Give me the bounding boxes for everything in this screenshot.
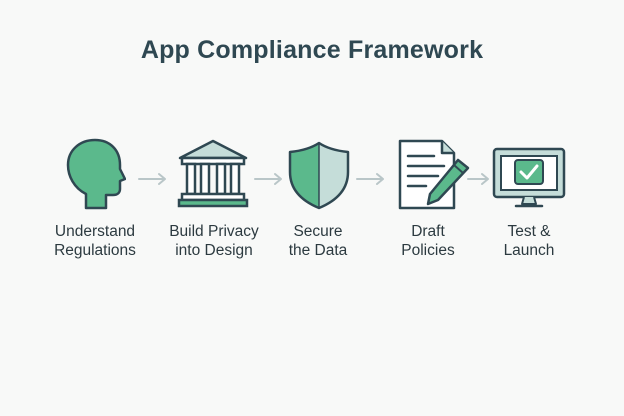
arrow-right-icon	[254, 173, 282, 185]
step-label-understand-regulations: Understand Regulations	[30, 222, 160, 260]
step-label-line-1: Draft	[411, 223, 445, 240]
step-label-line-2: Policies	[401, 242, 455, 259]
step-label-line-1: Secure	[293, 223, 343, 240]
document-pen-icon	[398, 139, 470, 210]
arrow-right-icon	[356, 173, 384, 185]
arrow-right-icon	[467, 173, 489, 185]
arrow-right-icon	[138, 173, 166, 185]
monitor-checkmark-icon	[492, 147, 566, 208]
step-label-build-privacy: Build Privacy into Design	[149, 222, 279, 260]
step-label-line-1: Test &	[507, 223, 551, 240]
step-label-line-2: Regulations	[54, 242, 136, 259]
page-title: App Compliance Framework	[140, 36, 484, 64]
step-label-line-2: into Design	[175, 242, 253, 259]
step-label-secure-data: Secure the Data	[253, 222, 383, 260]
step-label-line-1: Build Privacy	[169, 223, 259, 240]
bank-building-icon	[177, 139, 249, 208]
step-label-line-1: Understand	[54, 223, 136, 240]
step-label-test-launch: Test & Launch	[464, 222, 594, 260]
shield-icon	[288, 141, 350, 210]
step-label-line-2: Launch	[503, 242, 555, 259]
step-label-line-2: the Data	[288, 242, 348, 259]
step-label-draft-policies: Draft Policies	[363, 222, 493, 260]
head-profile-icon	[66, 138, 126, 210]
